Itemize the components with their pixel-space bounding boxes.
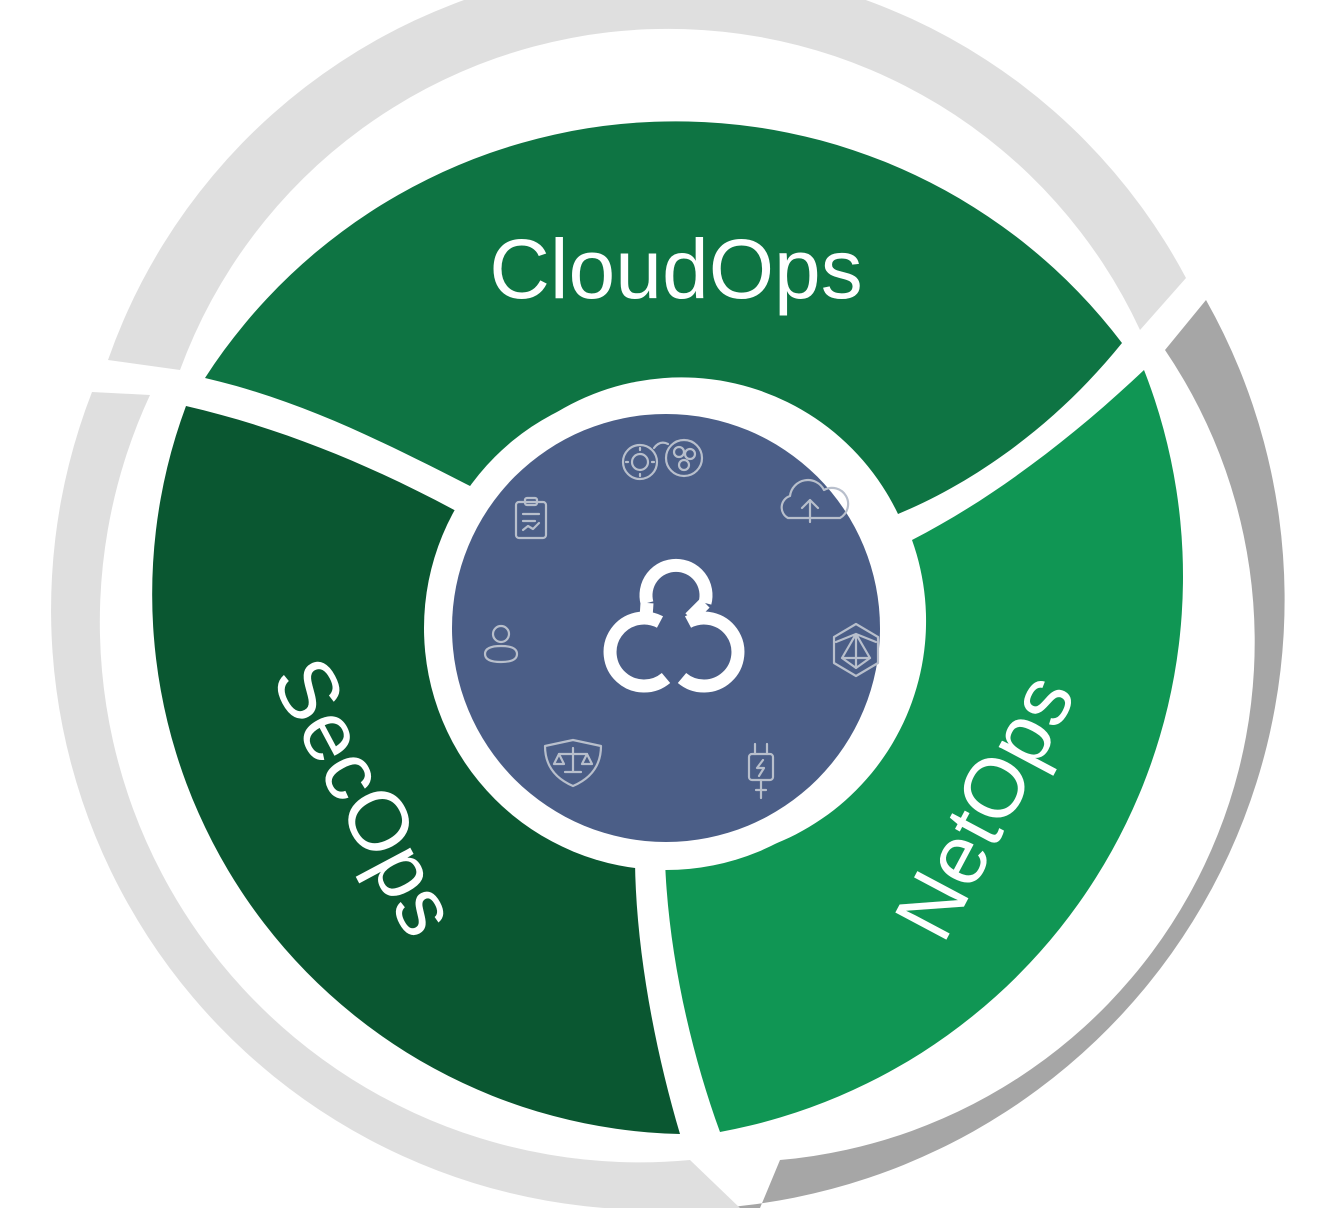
- user-icon: [483, 624, 519, 664]
- segment-netops[interactable]: [665, 370, 1184, 1132]
- outer-ring-arc-top: [108, 0, 1186, 370]
- cloud-rings-logo-icon: [603, 558, 745, 693]
- segments: [152, 121, 1184, 1134]
- shield-scales-icon: [543, 738, 603, 788]
- outer-ring-arc-right: [718, 300, 1285, 1208]
- network-polyhedron-icon: [832, 622, 880, 678]
- clipboard-chart-icon: [514, 496, 548, 540]
- segment-secops[interactable]: [152, 406, 680, 1134]
- outer-ring-arc-left: [51, 392, 741, 1210]
- cloud-upload-icon: [780, 478, 850, 524]
- segment-cloudops[interactable]: [205, 121, 1122, 514]
- outer-ring: [51, 0, 1285, 1210]
- hub: [452, 414, 880, 842]
- label-cloudops: CloudOps: [489, 222, 863, 316]
- plug-power-icon: [747, 742, 775, 800]
- automation-gears-icon: [621, 438, 704, 481]
